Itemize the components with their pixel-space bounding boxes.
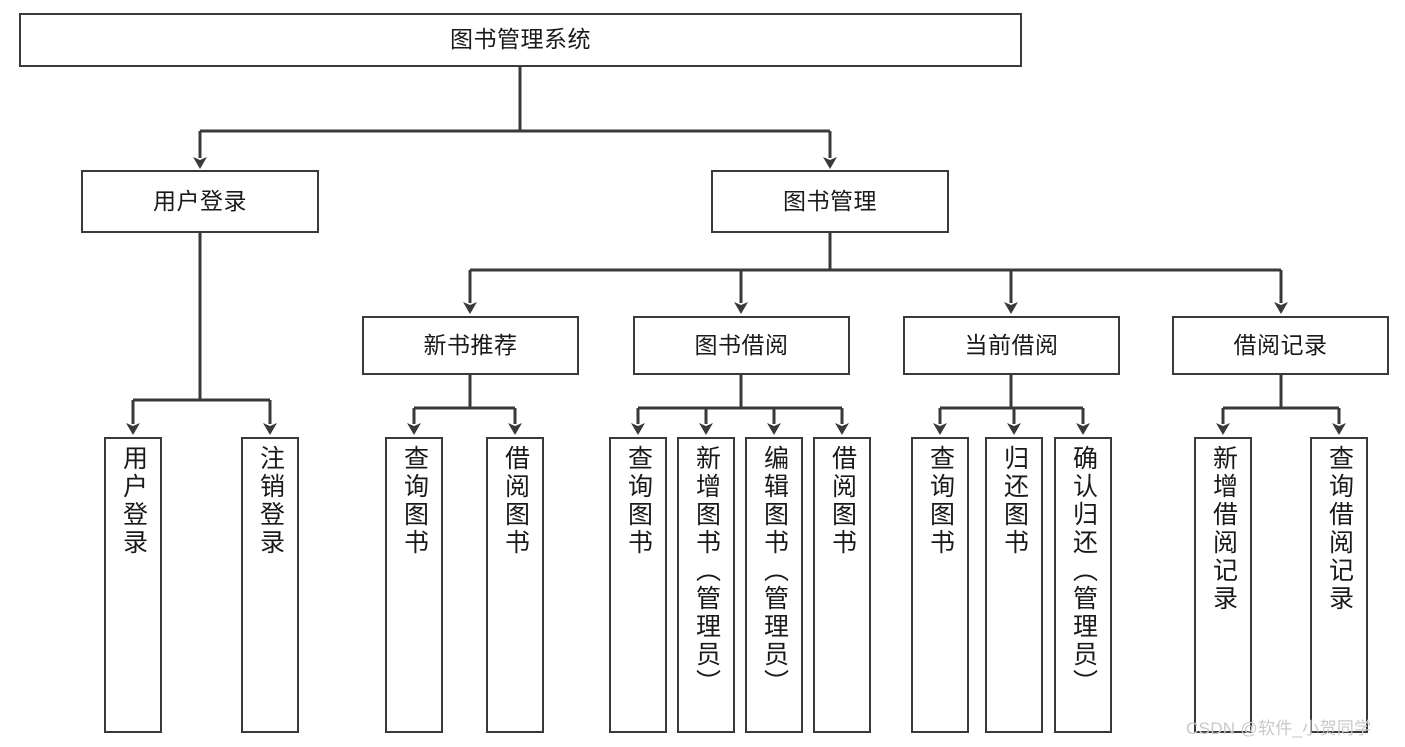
csdn-watermark: CSDN @软件_小贺同学 <box>1186 719 1372 738</box>
node-leaf[interactable]: 查询图书 <box>911 437 969 733</box>
node-leaf[interactable]: 确认归还（管理员） <box>1054 437 1112 733</box>
node-label: 当前借阅 <box>964 331 1059 358</box>
node-label: 编辑图书（管理员） <box>760 445 789 697</box>
node-label: 查询图书 <box>926 445 955 557</box>
node-level2-user-login[interactable]: 用户登录 <box>81 170 319 233</box>
node-label: 新书推荐 <box>423 331 518 358</box>
node-leaf[interactable]: 注销登录 <box>241 437 299 733</box>
node-label: 新增图书（管理员） <box>692 445 721 697</box>
node-label: 查询图书 <box>624 445 653 557</box>
node-label: 图书借阅 <box>694 331 789 358</box>
node-label: 借阅图书 <box>501 445 530 557</box>
node-level2-book-management[interactable]: 图书管理 <box>711 170 949 233</box>
node-leaf[interactable]: 查询图书 <box>609 437 667 733</box>
node-leaf[interactable]: 归还图书 <box>985 437 1043 733</box>
node-label: 查询图书 <box>400 445 429 557</box>
node-level3-book-borrow[interactable]: 图书借阅 <box>633 316 850 375</box>
node-leaf[interactable]: 借阅图书 <box>486 437 544 733</box>
node-level3-new-book-recommend[interactable]: 新书推荐 <box>362 316 579 375</box>
node-leaf[interactable]: 查询图书 <box>385 437 443 733</box>
node-leaf[interactable]: 借阅图书 <box>813 437 871 733</box>
node-label: 新增借阅记录 <box>1209 445 1238 613</box>
node-leaf[interactable]: 用户登录 <box>104 437 162 733</box>
node-label: 用户登录 <box>119 445 148 557</box>
node-label: 注销登录 <box>256 445 285 557</box>
node-leaf[interactable]: 新增图书（管理员） <box>677 437 735 733</box>
node-label: 借阅图书 <box>828 445 857 557</box>
node-label: 确认归还（管理员） <box>1069 445 1098 697</box>
node-leaf[interactable]: 编辑图书（管理员） <box>745 437 803 733</box>
node-label: 借阅记录 <box>1233 331 1328 358</box>
node-leaf[interactable]: 查询借阅记录 <box>1310 437 1368 733</box>
node-label: 图书管理系统 <box>450 26 591 53</box>
node-leaf[interactable]: 新增借阅记录 <box>1194 437 1252 733</box>
node-level3-borrow-records[interactable]: 借阅记录 <box>1172 316 1389 375</box>
node-level3-current-borrow[interactable]: 当前借阅 <box>903 316 1120 375</box>
node-label: 用户登录 <box>153 187 247 214</box>
node-label: 查询借阅记录 <box>1325 445 1354 613</box>
node-label: 图书管理 <box>783 187 877 214</box>
node-label: 归还图书 <box>1000 445 1029 557</box>
node-root[interactable]: 图书管理系统 <box>19 13 1022 67</box>
